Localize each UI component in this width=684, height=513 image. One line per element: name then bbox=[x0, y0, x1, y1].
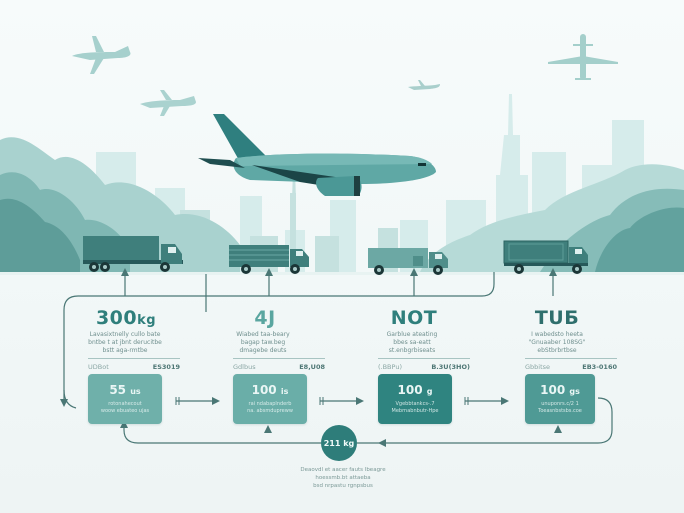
stage-2-meta-code: E8,U08 bbox=[299, 363, 325, 371]
bottom-loop-right bbox=[357, 397, 613, 444]
stage-2-meta: Gdlbus E8,U08 bbox=[233, 358, 325, 371]
plane-center-small-icon bbox=[408, 80, 440, 90]
stage-4-meta: Gbbitse EB3-0160 bbox=[525, 358, 617, 371]
stage-1-title: 300kg bbox=[95, 307, 157, 329]
stage-1-meta: UDBot ES3019 bbox=[88, 358, 180, 371]
cargo-airplane-icon bbox=[198, 114, 436, 196]
stage-4-meta-code: EB3-0160 bbox=[582, 363, 617, 371]
stage-3-title: NOT bbox=[390, 307, 438, 329]
stage-2-title: 4J bbox=[254, 307, 276, 329]
stage-3-meta: (.BBPu) B.3U(3HO) bbox=[378, 358, 470, 371]
plane-left-upper-icon bbox=[72, 36, 131, 74]
left-return bbox=[63, 389, 77, 409]
bottom-loop-left bbox=[123, 424, 321, 444]
truck-1-icon bbox=[83, 236, 183, 272]
top-loop-line bbox=[63, 272, 495, 405]
skyline-illustration bbox=[0, 34, 684, 275]
stage-3-meta-code: B.3U(3HO) bbox=[431, 363, 470, 371]
foliage-right-front bbox=[595, 207, 684, 272]
total-weight-hub[interactable]: 211 kg bbox=[321, 425, 357, 461]
stage-4-title: TUБ bbox=[534, 307, 580, 329]
stage-3-meta-label: (.BBPu) bbox=[378, 363, 402, 371]
stage-1-meta-label: UDBot bbox=[88, 363, 109, 371]
truck-2-icon bbox=[229, 245, 309, 274]
plane-left-lower-icon bbox=[140, 90, 196, 116]
stage-2-meta-label: Gdlbus bbox=[233, 363, 256, 371]
plane-right-topview-icon bbox=[548, 34, 618, 80]
footer-note: Deaovdl et aacer fauts lbeagre hoessmb.b… bbox=[300, 467, 386, 489]
truck-3-icon bbox=[368, 248, 448, 275]
stage-4-meta-label: Gbbitse bbox=[525, 363, 551, 371]
stage-4-description: I wabedsto heeta"Gnuaaber 108SG"ebStbrbr… bbox=[528, 331, 586, 354]
arrow-tails bbox=[175, 397, 469, 405]
foliage-left-front bbox=[0, 198, 80, 272]
stage-1-meta-code: ES3019 bbox=[152, 363, 180, 371]
truck-4-icon bbox=[503, 240, 588, 274]
